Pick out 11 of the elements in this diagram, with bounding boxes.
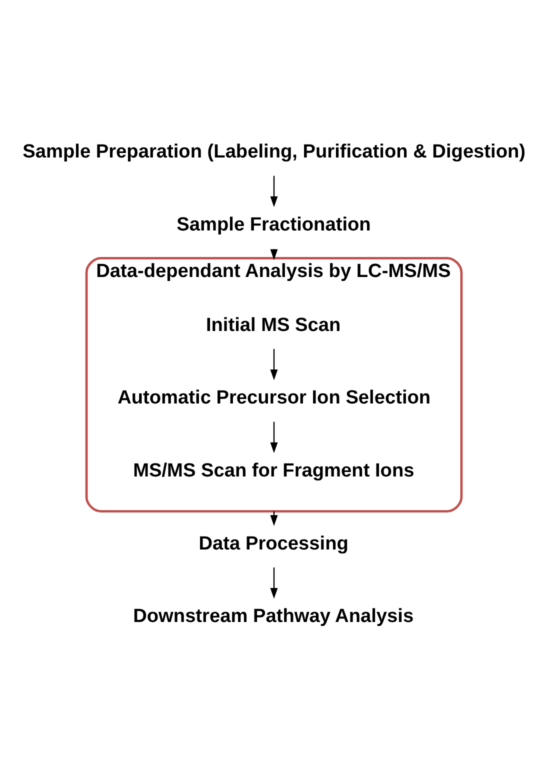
node-text: Automatic Precursor Ion Selection (118, 387, 431, 408)
arrow (270, 348, 278, 380)
arrow (270, 421, 278, 453)
node-text: Initial MS Scan (206, 314, 341, 336)
node-text: Data Processing (198, 532, 348, 554)
node-text: MS/MS Scan for Fragment Ions (133, 460, 414, 481)
arrow (270, 566, 278, 598)
node-text: Sample Preparation (Labeling, Purification & Digestion) (22, 141, 526, 162)
node-text: Sample Fractionation (176, 214, 371, 235)
arrow (270, 175, 278, 207)
node-text: Downstream Pathway Analysis (133, 606, 414, 627)
